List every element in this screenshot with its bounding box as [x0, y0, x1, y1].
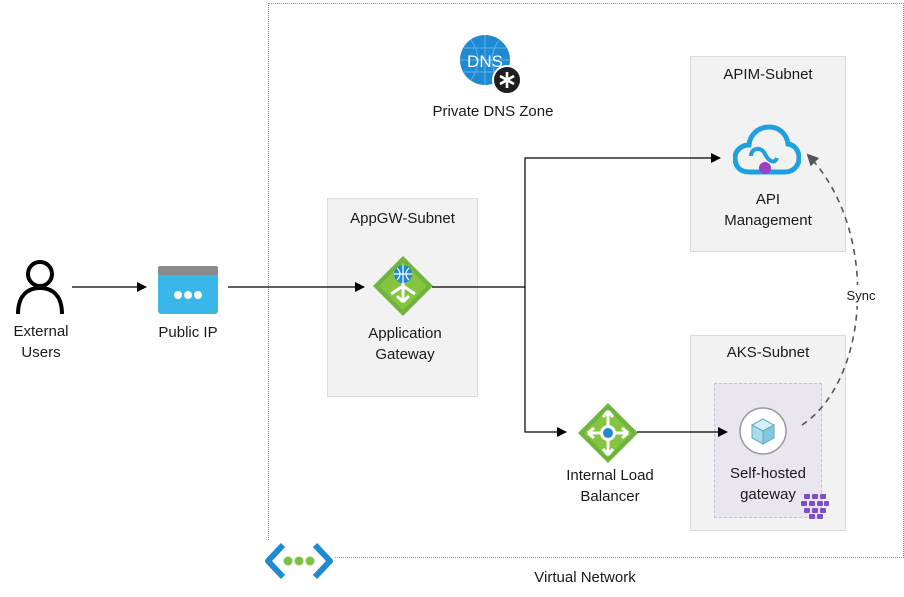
edge-appgw-to-lb	[524, 287, 567, 437]
external-users-label: External Users	[13, 323, 69, 361]
public-ip-icon	[158, 266, 218, 319]
api-management-label: API Management	[724, 191, 812, 229]
aks-subnet-label: AKS-Subnet	[726, 344, 810, 361]
public-ip-label: Public IP	[158, 324, 218, 341]
apim-subnet-label: APIM-Subnet	[723, 66, 813, 83]
edge-appgw-to-apim	[432, 153, 721, 288]
application-gateway-label: Application Gateway	[368, 325, 442, 363]
dns-badge-text: DNS	[467, 52, 503, 71]
kubernetes-icon	[801, 493, 829, 524]
virtual-network-label: Virtual Network	[505, 567, 665, 588]
cube-icon	[738, 406, 788, 461]
virtual-network-icon	[263, 541, 335, 586]
sync-label: Sync	[836, 285, 886, 306]
application-gateway-icon	[371, 254, 435, 323]
appgw-subnet	[327, 198, 478, 397]
load-balancer-icon	[576, 401, 640, 470]
api-management-icon	[732, 124, 802, 183]
internal-load-balancer-label: Internal Load Balancer	[566, 467, 654, 505]
dns-zone-icon: DNS	[457, 34, 527, 103]
edge-sync	[801, 153, 859, 426]
self-hosted-gateway-label: Self-hosted gateway	[730, 465, 806, 503]
private-dns-zone-label: Private DNS Zone	[432, 103, 554, 120]
appgw-subnet-label: AppGW-Subnet	[350, 210, 455, 227]
user-icon	[15, 257, 65, 320]
